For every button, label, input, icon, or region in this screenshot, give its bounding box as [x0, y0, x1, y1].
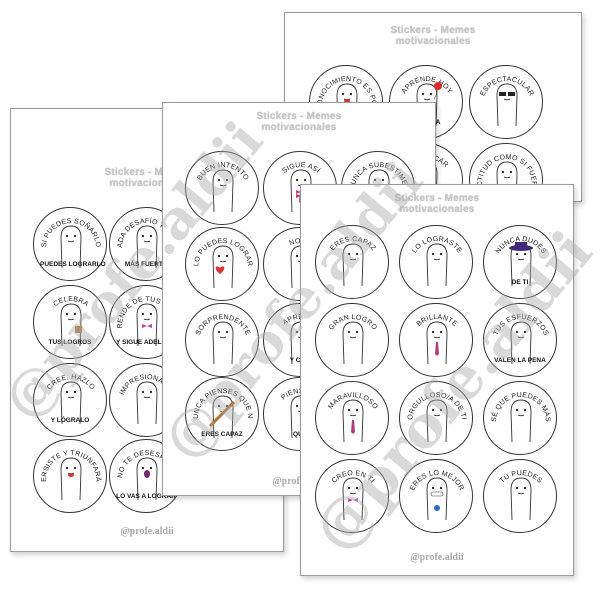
sticker-arc-text: CELEBRA	[52, 296, 89, 308]
blob-character-icon	[338, 242, 368, 287]
sticker: LO LOGRASTE	[399, 225, 473, 299]
sheet-title-line2: motivacionales	[109, 178, 185, 189]
blob-character-icon	[56, 380, 86, 425]
blob-character-icon	[422, 242, 452, 287]
sticker-arc-text: TÚ PUEDES	[499, 470, 543, 485]
blob-character-icon	[132, 224, 162, 269]
blob-character-teeth-icon	[422, 476, 452, 521]
sticker: ESPECTACULAR	[469, 65, 543, 139]
sticker-bottom-text: DE TI	[511, 279, 529, 286]
sticker: SORPRENDENTE	[185, 303, 259, 377]
sheet-title-line2: motivacionales	[395, 36, 471, 47]
sheet-footer: @profe.aldii	[120, 526, 174, 537]
sheet-title-line2: motivacionales	[261, 122, 337, 133]
blob-character-shout-icon	[132, 456, 162, 501]
blob-character-bat-icon	[208, 394, 238, 439]
sticker: TÚ PUEDES	[483, 459, 557, 533]
sticker: SÉ QUE PUEDES MÁS	[483, 381, 557, 455]
sticker-bottom-text: Y LÓGRALO	[50, 417, 90, 424]
sticker-bottom-text: ERES CAPAZ	[201, 431, 243, 438]
sticker-bottom-text: PUEDES LOGRARLO	[40, 261, 106, 268]
sticker: ERES LO MEJOR	[399, 459, 473, 533]
blob-character-icon	[506, 398, 536, 443]
sheet-footer: @profe.aldii	[410, 552, 464, 563]
sheet-title: Stickers - Memes motivacionales	[11, 167, 283, 189]
sticker-sheet-4: Stickers - Memes motivacionales @profe.a…	[300, 184, 574, 576]
sheet-footer: @profe.aldii	[272, 476, 326, 487]
sticker: ERES CAPAZ	[315, 225, 389, 299]
sheet-title: Stickers - Memes motivacionales	[285, 25, 581, 47]
blob-character-icon	[506, 476, 536, 521]
blob-character-hat-icon	[506, 242, 536, 287]
sheet-title-line2: motivacionales	[399, 204, 475, 215]
sheet-title-line1: Stickers - Memes	[394, 193, 480, 204]
sticker-arc-text: BRILLANTE	[416, 314, 459, 328]
blob-character-icon	[506, 320, 536, 365]
sticker: ORGULLOSO/A DE TI	[399, 381, 473, 455]
sticker-arc-text: CREO EN TI	[331, 470, 375, 485]
sheet-title: Stickers - Memes motivacionales	[163, 111, 435, 133]
blob-character-icon	[56, 224, 86, 269]
sticker-bottom-text: TUS LOGROS	[48, 339, 92, 346]
sheet-title: Stickers - Memes motivacionales	[301, 193, 573, 215]
sticker-arc-text: SIGUE ASÍ	[281, 162, 322, 175]
blob-character-tongue-icon	[56, 456, 86, 501]
sticker-bottom-text: MÁS FUERTE	[124, 261, 168, 268]
sticker: CREO EN TI	[315, 459, 389, 533]
sticker: BRILLANTE	[399, 303, 473, 377]
blob-character-icon	[422, 398, 452, 443]
blob-character-icon	[208, 320, 238, 365]
sticker: CELEBRA TUS LOGROS	[33, 285, 107, 359]
sticker: GRAN LOGRO	[315, 303, 389, 377]
sticker-bottom-text: LO VAS A LOGRAR	[116, 493, 176, 500]
blob-character-icon	[132, 380, 162, 425]
blob-character-coffee-icon	[56, 302, 86, 347]
sheet-title-line1: Stickers - Memes	[256, 111, 342, 122]
blob-character-icon	[338, 320, 368, 365]
blob-character-tie-icon	[422, 320, 452, 365]
sticker-bottom-text: VALEN LA PENA	[494, 357, 546, 364]
blob-character-sunglasses-icon	[492, 82, 522, 127]
blob-character-bow-icon	[132, 302, 162, 347]
blob-character-heart-icon	[208, 244, 238, 289]
sticker: LO PUEDES LOGRAR	[185, 227, 259, 301]
blob-character-bow-icon	[338, 476, 368, 521]
sticker: MARAVILLOSO	[315, 381, 389, 455]
sticker-bottom-text: Y SIGUE ADELANTE	[116, 339, 180, 346]
sticker: PERSISTE Y TRIUNFARÁS	[32, 435, 107, 513]
sheet-title-line1: Stickers - Memes	[390, 25, 476, 36]
blob-character-tie-icon	[338, 398, 368, 443]
sticker: BUEN INTENTO	[185, 151, 259, 225]
sheet-title-line1: Stickers - Memes	[104, 167, 190, 178]
blob-character-icon	[208, 168, 238, 213]
